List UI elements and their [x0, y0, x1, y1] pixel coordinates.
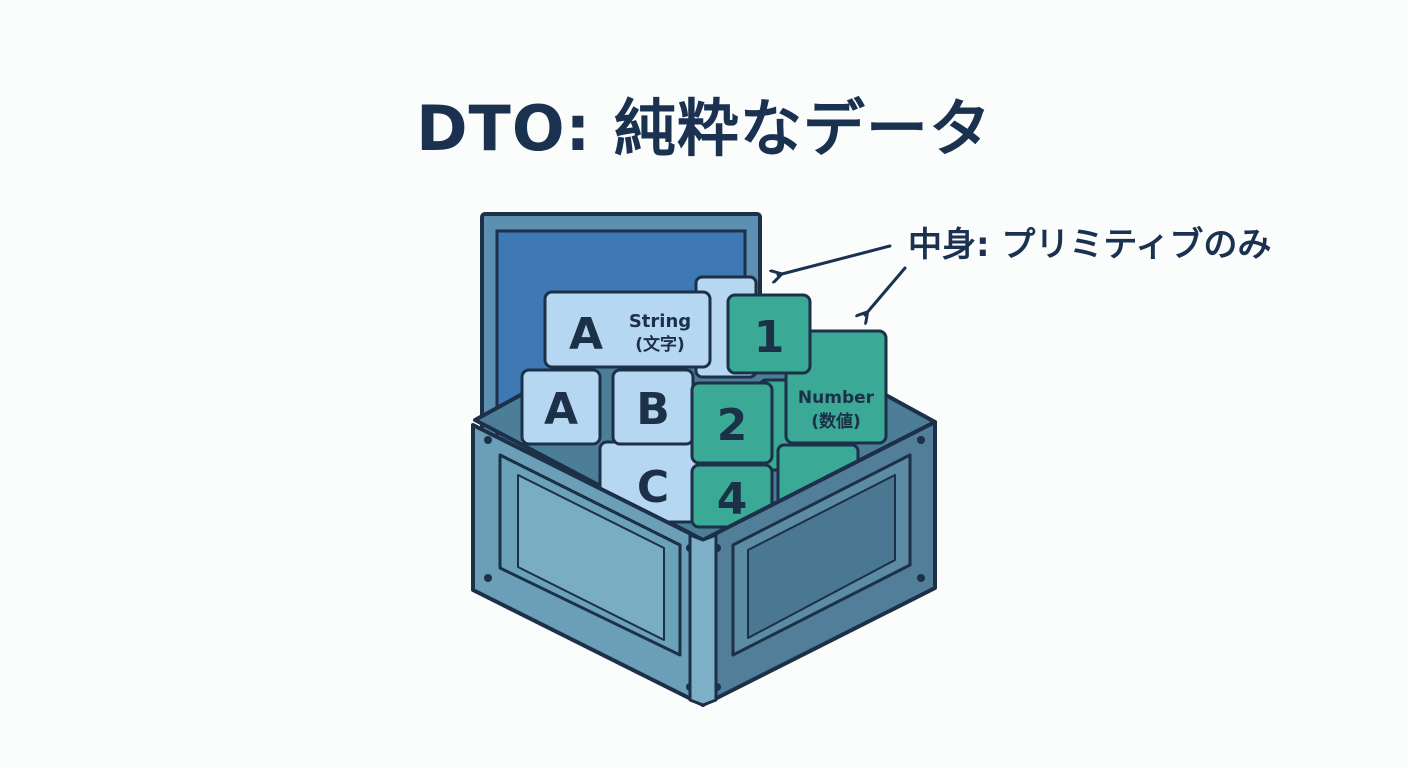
svg-text:1: 1 — [754, 312, 785, 363]
callout-label: 中身: プリミティブのみ — [908, 225, 1272, 265]
svg-text:C: C — [637, 462, 669, 513]
number-block-2: 2 — [690, 381, 774, 465]
letter-block-b: B — [611, 368, 695, 446]
callout-arrows — [778, 244, 907, 315]
string-block-label-1: String — [629, 311, 691, 332]
number-block-4: 4 — [690, 463, 774, 529]
svg-text:A: A — [544, 384, 578, 435]
number-block-1: 1 — [726, 293, 812, 375]
svg-text:4: 4 — [717, 474, 748, 525]
letter-block-a: A — [520, 368, 602, 446]
string-block: A String (文字) — [543, 290, 712, 369]
string-block-letter: A — [569, 309, 603, 360]
number-block-label-1: Number — [798, 388, 875, 408]
number-block-label-2: (数値) — [811, 411, 861, 432]
svg-text:2: 2 — [717, 400, 748, 451]
string-block-label-2: (文字) — [635, 334, 685, 355]
crate-corner-post — [688, 533, 718, 707]
crate-front-left-wall — [471, 423, 705, 707]
svg-text:B: B — [636, 384, 670, 435]
crate-front-right-wall — [701, 420, 937, 707]
page-title: DTO: 純粋なデータ — [416, 92, 992, 165]
